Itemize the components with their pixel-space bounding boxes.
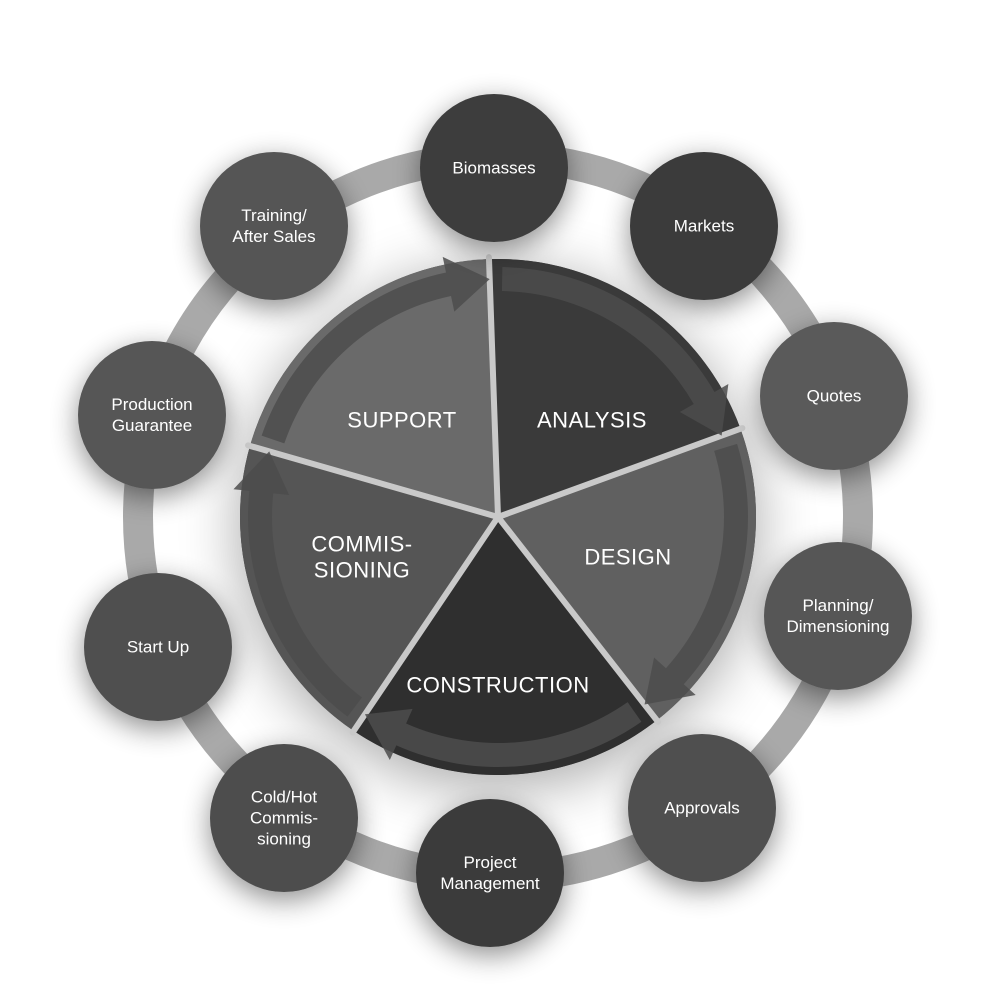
step-label-markets: Markets [674,217,734,236]
step-label-planning: Dimensioning [787,617,890,636]
segment-analysis [488,259,741,517]
step-label-production-guarantee: Production [111,395,192,414]
segment-label-design: DESIGN [584,545,671,570]
step-label-approvals: Approvals [664,799,740,818]
step-circles: BiomassesMarketsQuotesPlanning/Dimension… [78,94,912,947]
step-label-training-after-sales: Training/ [241,206,307,225]
step-circle-biomasses [420,94,568,242]
segment-divider [349,514,501,736]
step-circle-start-up [84,573,232,721]
step-start-up: Start Up [84,573,232,721]
arrow-support [261,256,490,444]
step-quotes: Quotes [760,322,908,470]
segment-labels: ANALYSIS DESIGN CONSTRUCTION COMMIS-SIONING… [311,408,671,698]
step-label-planning: Planning/ [803,596,874,615]
step-label-training-after-sales: After Sales [232,227,315,246]
segment-divider [485,254,501,520]
step-training-after-sales: Training/After Sales [200,152,348,300]
step-label-cold-hot-commissioning: Cold/Hot [251,788,317,807]
cycle-arrows [233,256,749,767]
segment-label-construction: CONSTRUCTION [406,673,589,698]
step-label-project-management: Project [464,853,517,872]
step-circle-cold-hot-commissioning [210,744,358,892]
step-label-cold-hot-commissioning: sioning [257,830,311,849]
step-label-cold-hot-commissioning: Commis- [250,809,318,828]
arrow-design [644,443,749,705]
step-markets: Markets [630,152,778,300]
step-circle-project-management [416,799,564,947]
segment-construction [353,517,657,775]
step-circle-training-after-sales [200,152,348,300]
step-circle-approvals [628,734,776,882]
arrow-commissioning [233,451,362,717]
step-label-start-up: Start Up [127,638,189,657]
step-approvals: Approvals [628,734,776,882]
segment-label-commissioning: COMMIS- [311,532,412,557]
segment-label-support: SUPPORT [347,408,456,433]
step-label-quotes: Quotes [807,387,862,406]
segment-divider [495,514,662,725]
segment-label-analysis: ANALYSIS [537,408,647,433]
step-label-production-guarantee: Guarantee [112,416,192,435]
step-circle-production-guarantee [78,341,226,489]
step-planning: Planning/Dimensioning [764,542,912,690]
step-circle-markets [630,152,778,300]
arrow-construction [364,702,642,767]
arrow-analysis [501,267,729,436]
step-circle-quotes [760,322,908,470]
segment-label-commissioning: SIONING [314,558,410,583]
step-label-project-management: Management [440,874,540,893]
segment-divider [245,442,501,520]
segment-support [249,259,498,517]
step-circle-planning [764,542,912,690]
segment-divider [495,425,746,520]
step-biomasses: Biomasses [420,94,568,242]
step-label-biomasses: Biomasses [452,159,535,178]
